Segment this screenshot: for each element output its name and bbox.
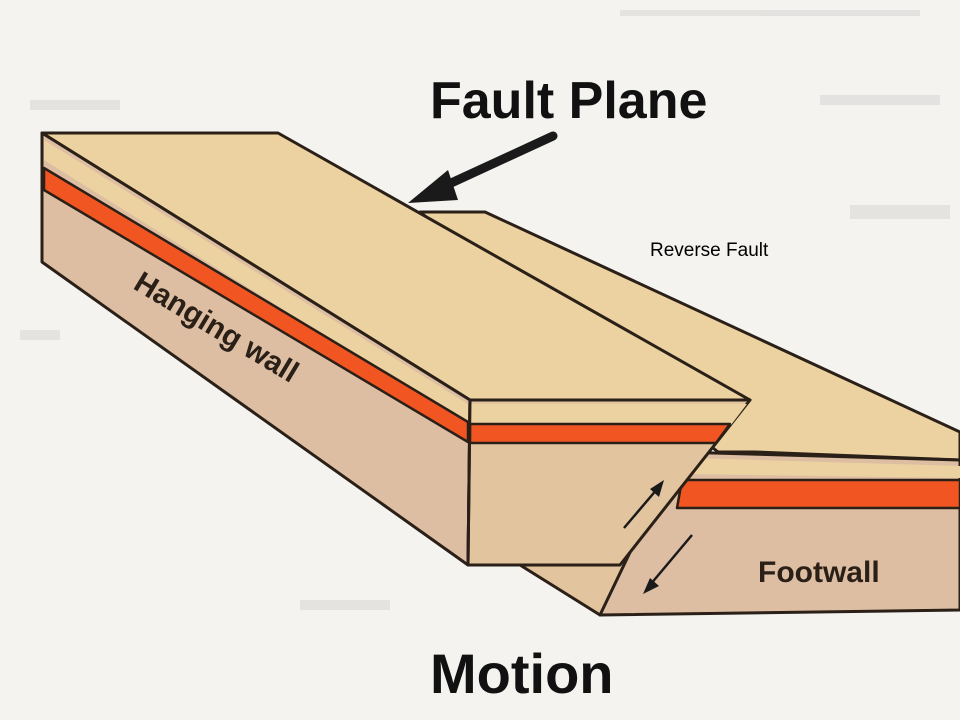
- hanging-wall-end-cream-layer: [470, 404, 747, 425]
- hanging-wall-corner-edge: [466, 399, 472, 566]
- footwall-cream-layer: [682, 458, 960, 478]
- reverse-fault-label: Reverse Fault: [650, 240, 769, 261]
- motion-caption: Motion: [430, 642, 613, 705]
- motion-arrow-down-icon: [643, 534, 693, 594]
- hanging-wall-side-cream-layer: [44, 140, 468, 425]
- motion-arrow-up-icon: [623, 480, 664, 529]
- footwall-red-layer: [675, 478, 960, 510]
- fault-plane-arrow: [408, 131, 558, 203]
- footwall-label: Footwall: [758, 556, 880, 589]
- fault-plane-heading: Fault Plane: [430, 72, 707, 130]
- hanging-wall-block: [40, 131, 752, 567]
- background-texture: [20, 10, 950, 610]
- hanging-wall-end-red-layer: [468, 422, 732, 445]
